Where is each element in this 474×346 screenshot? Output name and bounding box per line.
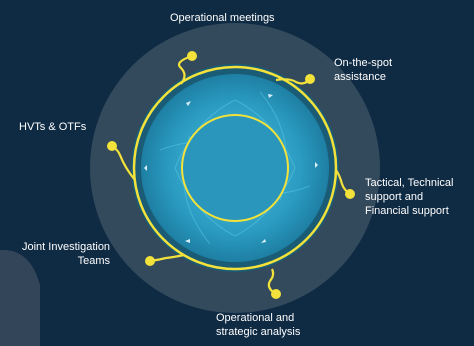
- arrow-icon: [268, 94, 273, 98]
- connector-dots: [107, 51, 355, 299]
- corner-shape: [0, 249, 40, 346]
- arrow-icon: [144, 165, 147, 171]
- label-operational-strategic-analysis: Operational and strategic analysis: [216, 312, 301, 338]
- dot-hvts: [107, 141, 117, 151]
- dot-tactical: [345, 189, 355, 199]
- dot-on-the-spot: [305, 74, 315, 84]
- label-on-the-spot-assistance: On-the-spot assistance: [334, 57, 393, 83]
- arrow-icon: [315, 162, 318, 168]
- arrow-icon: [261, 239, 266, 243]
- arrow-icon: [185, 239, 190, 243]
- inner-ring: [181, 114, 289, 222]
- dot-jit: [145, 256, 155, 266]
- label-tactical-support: Tactical, Technical support and Financia…: [365, 177, 454, 217]
- label-joint-investigation-teams: Joint Investigation Teams: [22, 241, 111, 267]
- label-operational-meetings: Operational meetings: [170, 12, 275, 24]
- yellow-ring: [132, 65, 338, 271]
- direction-arrows: [144, 94, 318, 243]
- label-hvts-otfs: HVTs & OTFs: [19, 121, 87, 133]
- arrow-icon: [186, 101, 191, 106]
- dot-operational-meetings: [187, 51, 197, 61]
- dot-ops-analysis: [271, 289, 281, 299]
